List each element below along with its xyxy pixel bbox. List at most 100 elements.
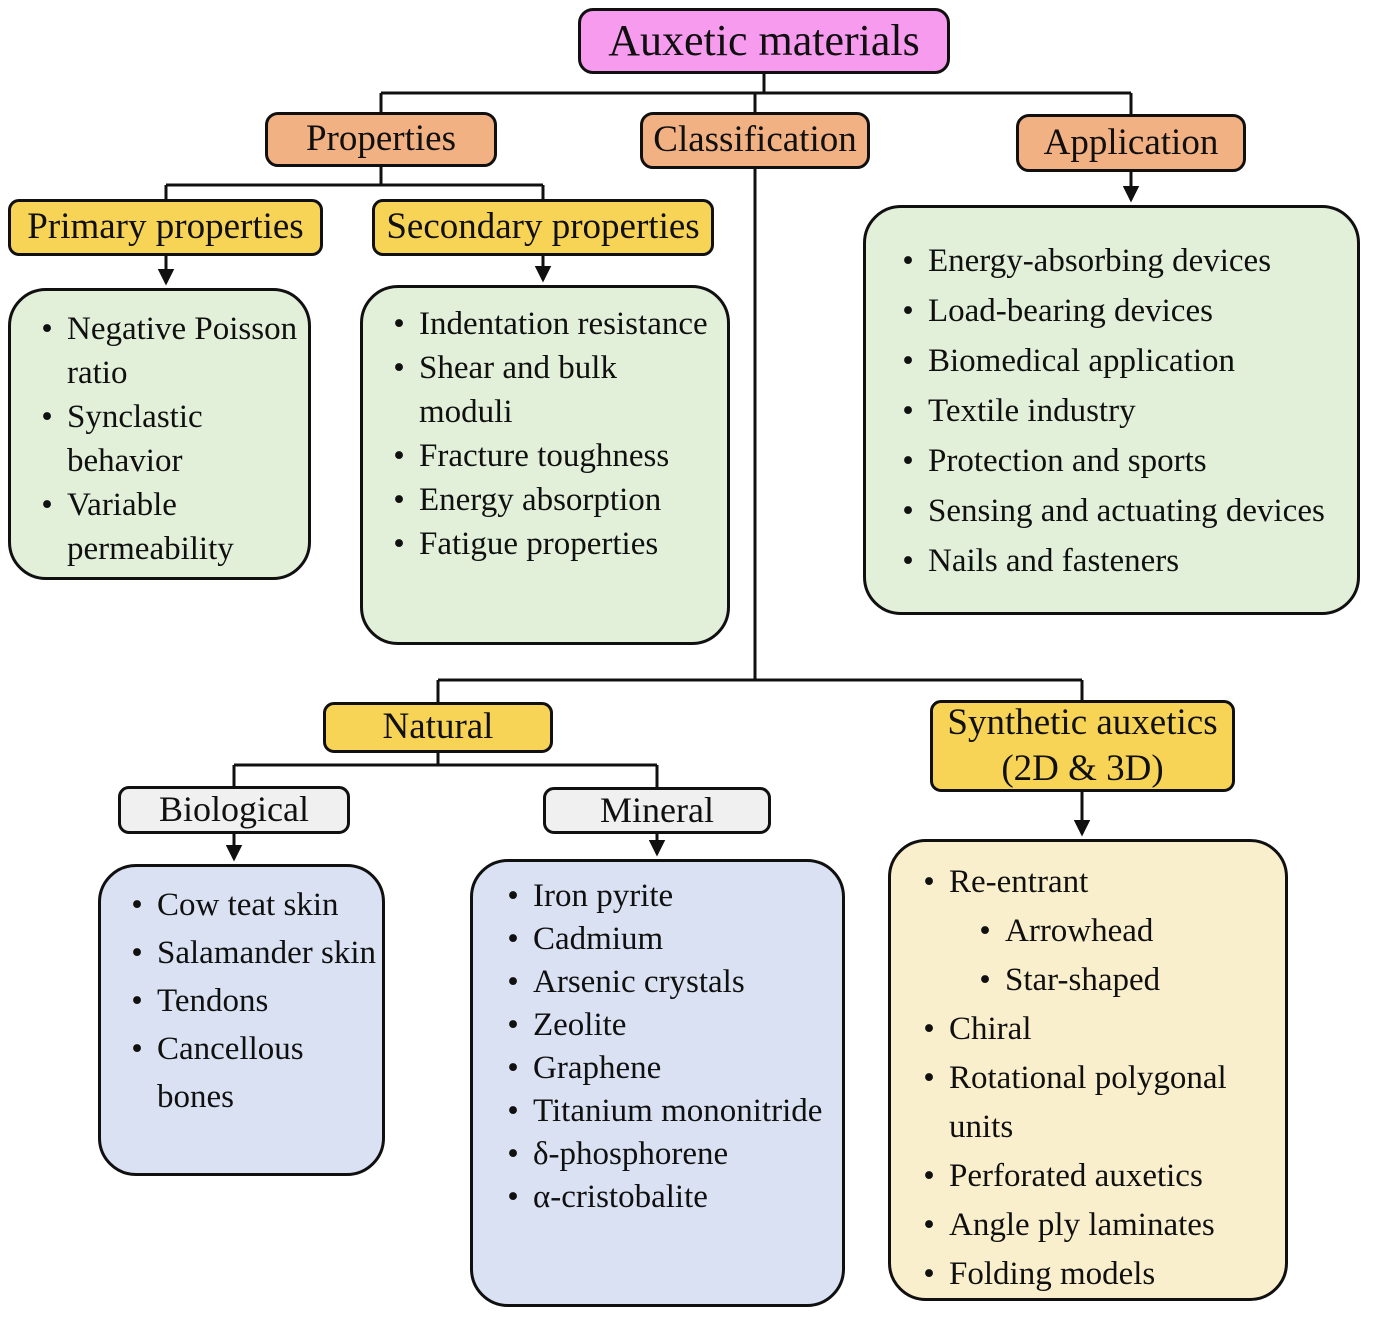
secondary-properties-panel: •Indentation resistance•Shear and bulk m… [360, 285, 730, 645]
bullet-icon: • [393, 438, 405, 474]
bullet-icon: • [507, 1050, 519, 1086]
list-item-text: Cow teat skin [157, 887, 339, 923]
list-item-text: Re-entrant [949, 864, 1089, 900]
list-item: • Textile industry [888, 386, 1349, 436]
list-item-text: δ-phosphorene [533, 1136, 729, 1172]
list-item: • Arsenic crystals [493, 961, 832, 1004]
list-item: •Negative Poisson ratio [27, 307, 298, 395]
list-item: •Fatigue properties [379, 522, 717, 566]
bullet-icon: • [923, 1158, 935, 1194]
list-item: •Rotational polygonal units [909, 1054, 1275, 1152]
list-item-text: Protection and sports [928, 443, 1207, 479]
list-item-text: Biomedical application [928, 343, 1235, 379]
bullet-icon: • [393, 350, 405, 386]
bullet-icon: • [902, 493, 914, 529]
bullet-icon: • [923, 1207, 935, 1243]
application-panel: • Energy-absorbing devices •Load-bearing d… [863, 205, 1360, 615]
mineral-panel: • Iron pyrite • Cadmium • Arsenic crystals •Ze… [470, 859, 845, 1307]
list-item-text: Arrowhead [1005, 913, 1154, 949]
bullet-icon: • [131, 935, 143, 971]
synthetic-auxetics-panel: • Re-entrant • Arrowhead • Star-shaped •Chiral… [888, 839, 1288, 1301]
list-item-text: Arsenic crystals [533, 964, 745, 1000]
list-item-text: Fracture toughness [419, 438, 670, 474]
branch-label: Classification [653, 119, 857, 161]
subcategory-node-mineral: Mineral [543, 787, 771, 834]
branch-node-application: Application [1016, 114, 1246, 172]
bullet-icon: • [902, 343, 914, 379]
bullet-icon: • [131, 1031, 143, 1067]
branch-node-properties: Properties [265, 112, 497, 167]
category-label-line2: (2D & 3D) [1001, 748, 1164, 789]
list-item-text: Synclastic behavior [67, 399, 203, 479]
subcategory-label: Mineral [600, 789, 714, 830]
bullet-icon: • [507, 1179, 519, 1215]
list-item: • Fracture toughness [379, 434, 717, 478]
list-item: •Indentation resistance [379, 302, 717, 346]
list-item-text: Nails and fasteners [928, 543, 1180, 579]
synthetic-auxetics-list: • Re-entrant • Arrowhead • Star-shaped •Chiral… [909, 858, 1275, 1299]
list-item-text: Indentation resistance [419, 306, 708, 342]
list-item: •Perforated auxetics [909, 1152, 1275, 1201]
category-node-primary-properties: Primary properties [8, 199, 323, 256]
list-item-text: Sensing and actuating devices [928, 493, 1325, 529]
list-item: •Graphene [493, 1047, 832, 1090]
bullet-icon: • [507, 964, 519, 1000]
list-item: • Re-entrant [909, 858, 1275, 907]
list-item: • Arrowhead [909, 907, 1275, 956]
category-node-synthetic-auxetics: Synthetic auxetics (2D & 3D) [930, 700, 1235, 792]
list-item-text: Star-shaped [1005, 962, 1161, 998]
list-item: • Synclastic behavior [27, 395, 298, 483]
bullet-icon: • [507, 1007, 519, 1043]
list-item: • Cancellous bones [117, 1025, 378, 1121]
bullet-icon: • [902, 243, 914, 279]
bullet-icon: • [41, 399, 53, 435]
bullet-icon: • [979, 962, 991, 998]
bullet-icon: • [902, 443, 914, 479]
list-item-text: Rotational polygonal units [949, 1060, 1227, 1145]
list-item-text: Cadmium [533, 921, 664, 957]
category-node-secondary-properties: Secondary properties [372, 199, 714, 256]
list-item: • Star-shaped [909, 956, 1275, 1005]
list-item-text: Textile industry [928, 393, 1136, 429]
bullet-icon: • [507, 1093, 519, 1129]
list-item-text: Iron pyrite [533, 878, 674, 914]
category-label: Primary properties [27, 206, 304, 248]
list-item: • Biomedical application [888, 336, 1349, 386]
bullet-icon: • [131, 887, 143, 923]
list-item: •Tendons [117, 977, 378, 1025]
list-item-text: Salamander skin [157, 935, 377, 971]
bullet-icon: • [393, 482, 405, 518]
list-item: • Protection and sports [888, 436, 1349, 486]
bullet-icon: • [902, 543, 914, 579]
elbow-connectors [164, 74, 1133, 787]
list-item: •Folding models [909, 1250, 1275, 1299]
list-item: •Chiral [909, 1005, 1275, 1054]
bullet-icon: • [923, 864, 935, 900]
list-item-text: Cancellous bones [157, 1031, 304, 1115]
bullet-icon: • [507, 878, 519, 914]
list-item: •Load-bearing devices [888, 286, 1349, 336]
biological-list: • Cow teat skin • Salamander skin •Tendons • C… [117, 881, 378, 1121]
list-item-text: Negative Poisson ratio [67, 311, 298, 391]
list-item-text: Tendons [157, 983, 269, 1019]
bullet-icon: • [902, 393, 914, 429]
bullet-icon: • [979, 913, 991, 949]
list-item-text: Shear and bulk moduli [419, 350, 617, 430]
bullet-icon: • [902, 293, 914, 329]
list-item-text: Titanium mononitride [533, 1093, 823, 1129]
branch-label: Properties [305, 118, 457, 160]
list-item-text: Energy-absorbing devices [928, 243, 1272, 279]
list-item: • Energy-absorbing devices [888, 236, 1349, 286]
list-item-text: Variable permeability [67, 487, 234, 567]
list-item: • Nails and fasteners [888, 536, 1349, 586]
category-label-line1: Synthetic auxetics [947, 701, 1218, 743]
subcategory-node-biological: Biological [118, 786, 350, 834]
list-item: •Energy absorption [379, 478, 717, 522]
root-node-auxetic-materials: Auxetic materials [578, 8, 950, 74]
bullet-icon: • [923, 1011, 935, 1047]
list-item: •α-cristobalite [493, 1176, 832, 1219]
list-item: •Zeolite [493, 1004, 832, 1047]
branch-node-classification: Classification [640, 112, 870, 169]
category-node-natural: Natural [323, 702, 553, 753]
